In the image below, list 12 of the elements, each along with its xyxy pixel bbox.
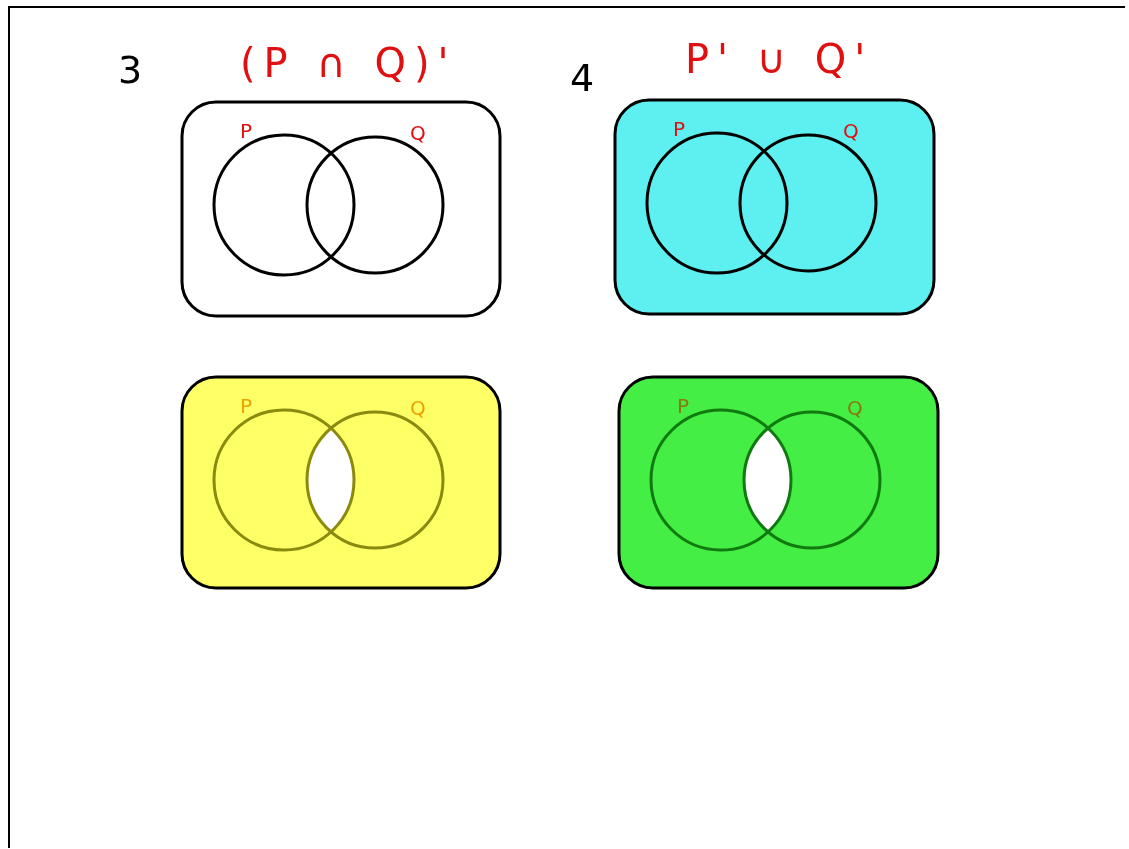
- question-number: 4: [570, 56, 603, 100]
- set-expression: (P ∩ Q)': [240, 40, 457, 86]
- question-number: 3: [118, 48, 151, 92]
- set-expression: P' ∪ Q': [685, 36, 874, 82]
- set-label: P: [240, 120, 253, 142]
- set-label: Q: [410, 397, 426, 419]
- set-label: Q: [843, 120, 859, 142]
- set-label: P: [240, 395, 253, 417]
- set-label: Q: [847, 397, 863, 419]
- set-label: P: [677, 395, 690, 417]
- set-label: Q: [410, 122, 426, 144]
- set-label: P: [673, 118, 686, 140]
